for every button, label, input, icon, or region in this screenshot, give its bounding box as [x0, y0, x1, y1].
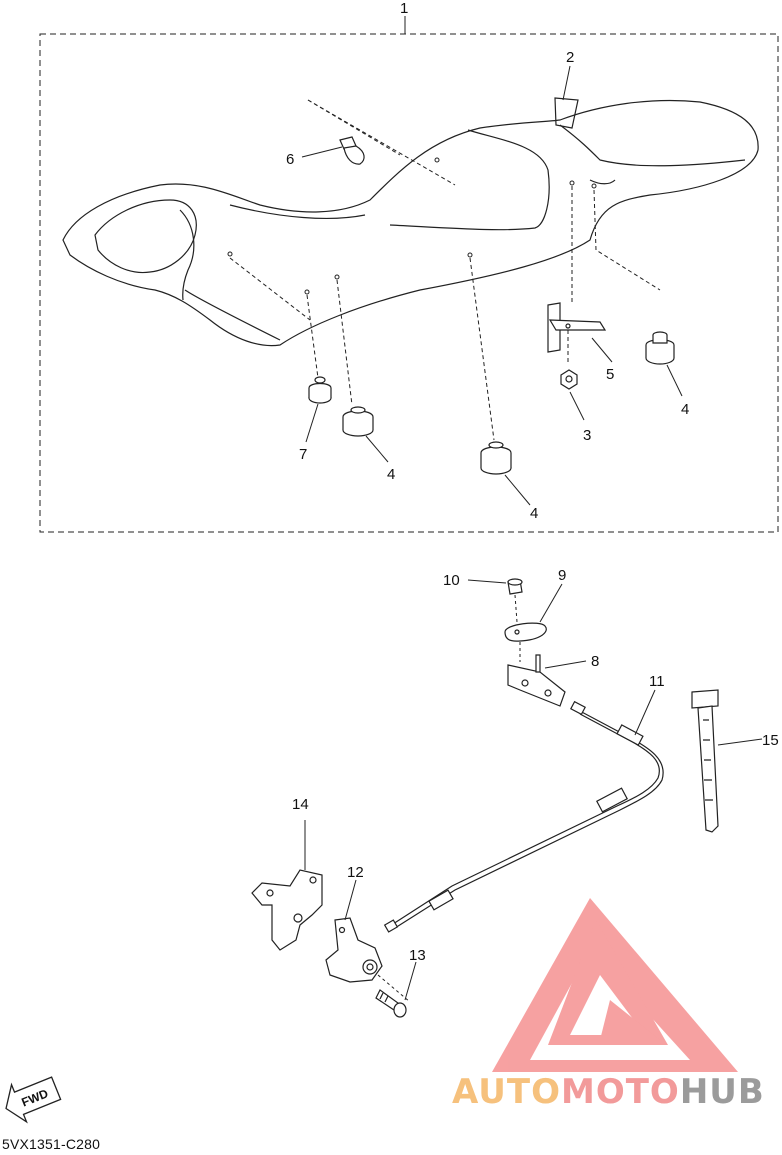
callout-14: 14: [292, 796, 309, 813]
plate-part-9: [504, 622, 547, 642]
fwd-arrow-icon: FWD: [5, 1076, 62, 1124]
watermark-auto: AUTO: [452, 1072, 561, 1112]
callout-4-right: 4: [681, 401, 689, 418]
callout-4-middle: 4: [387, 466, 395, 483]
damper-part-4-middle: [342, 406, 374, 437]
callout-2: 2: [566, 49, 574, 66]
callout-8: 8: [591, 653, 599, 670]
seat-holes: [227, 157, 597, 295]
callout-15: 15: [762, 732, 779, 749]
bracket-part-5: [547, 302, 607, 353]
watermark-moto: MOTO: [560, 1072, 680, 1112]
watermark-brand: AUTOMOTOHUB: [452, 1072, 765, 1112]
watermark-logo: [492, 898, 738, 1072]
cable-tie-part-15: [691, 689, 719, 833]
bracket-part-14: [251, 820, 323, 951]
callout-6: 6: [286, 151, 294, 168]
diagram-part-code: 5VX1351-C280: [2, 1136, 101, 1152]
callout-labels: 1 2 3 4 4 4 5 6 7 8 9 10 11 12 13 14 15: [286, 0, 779, 964]
callout-9: 9: [558, 567, 566, 584]
bolt-part-13: [375, 989, 407, 1018]
watermark-hub: HUB: [679, 1072, 765, 1112]
seat-assembly-frame: [39, 33, 779, 533]
callout-13: 13: [409, 947, 426, 964]
callout-4-left: 4: [530, 505, 538, 522]
seat-lock-part-8: [507, 654, 566, 707]
callout-7: 7: [299, 446, 307, 463]
seat-leader-lines: [229, 99, 661, 441]
seat-lock-cable-part-11: [383, 700, 664, 933]
callout-11: 11: [649, 673, 665, 690]
damper-part-4-right: [645, 331, 675, 365]
callout-3: 3: [583, 427, 591, 444]
nut-part-3: [560, 369, 578, 390]
callout-leaders: [301, 65, 763, 1001]
callout-10: 10: [443, 572, 460, 589]
lever-part-12: [325, 917, 383, 983]
damper-part-7: [308, 376, 332, 404]
seat: [62, 97, 759, 347]
nut-part-10: [507, 578, 523, 595]
callout-5: 5: [606, 366, 614, 383]
damper-part-4-left: [480, 441, 512, 475]
callout-12: 12: [347, 864, 364, 881]
callout-1: 1: [400, 0, 408, 17]
rivet-part-6: [339, 136, 365, 165]
